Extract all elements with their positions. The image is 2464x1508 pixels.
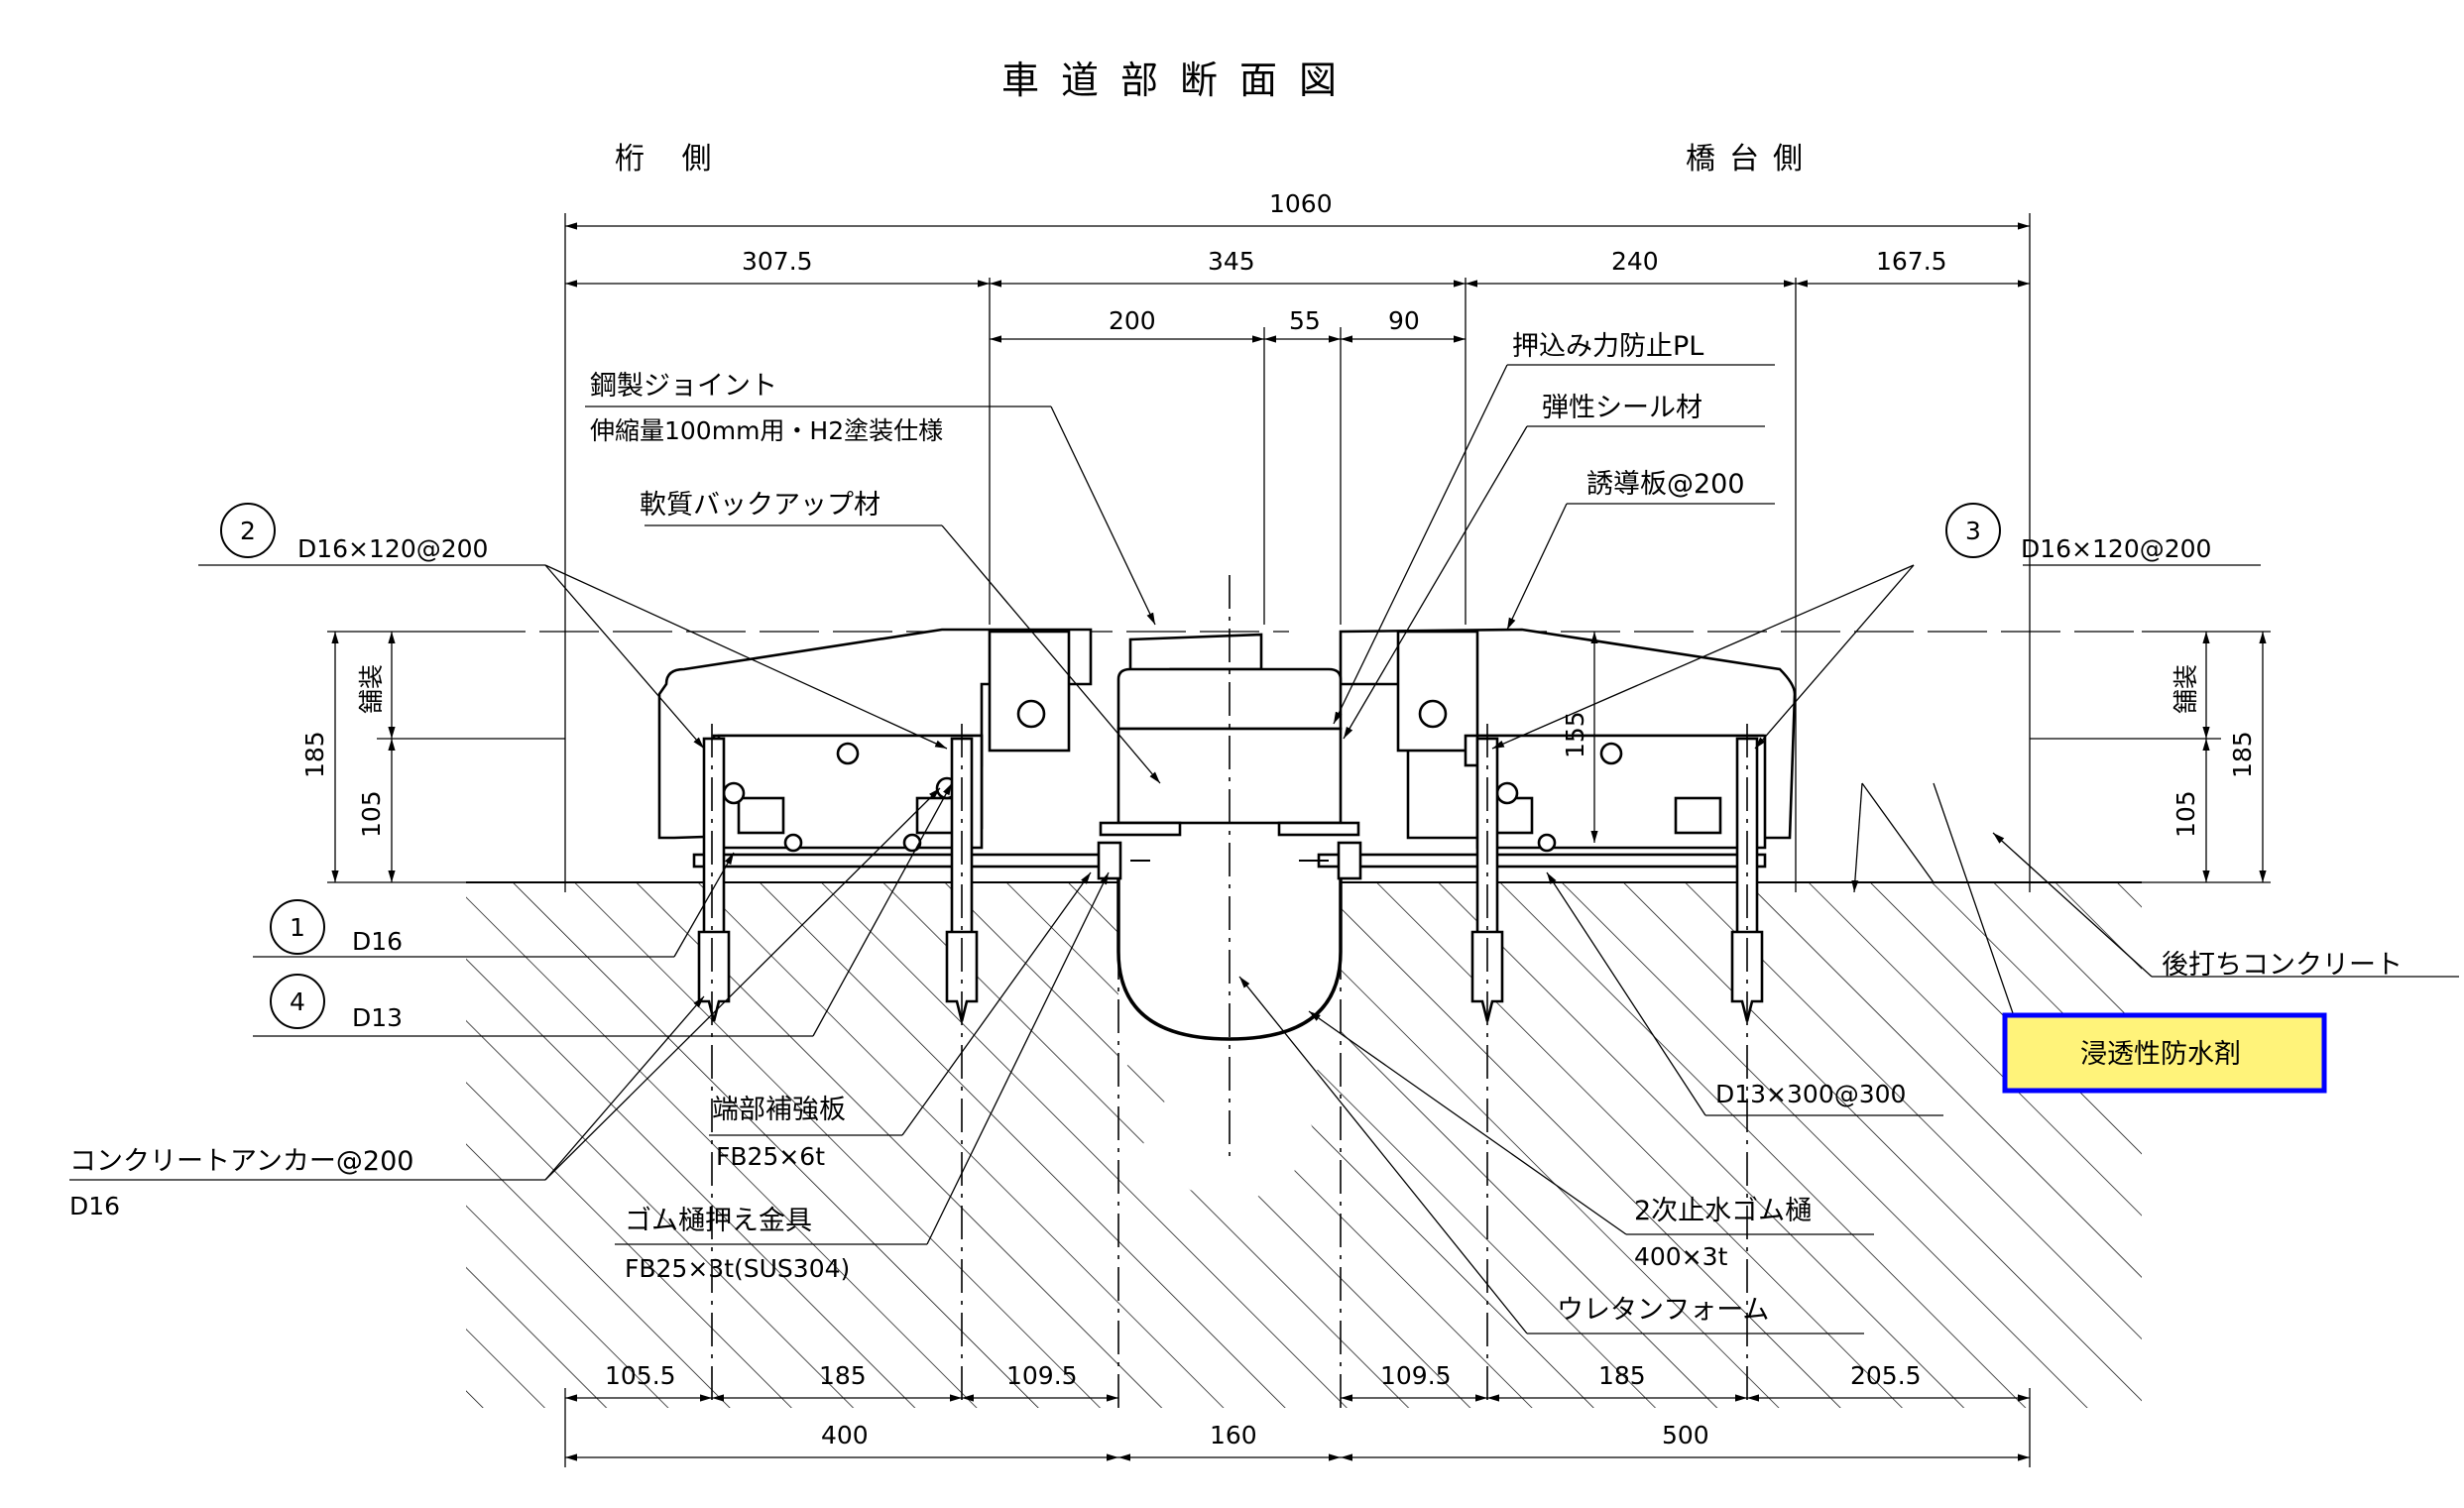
dim-right-105: 105 xyxy=(2171,790,2200,838)
top-dimensions xyxy=(564,213,2031,892)
post-concrete-left xyxy=(657,628,1263,853)
leader-lines xyxy=(69,364,2459,1334)
tie-bars xyxy=(692,841,1767,880)
rebar-d13-label: D13×300@300 xyxy=(1715,1080,1906,1108)
dim-bottom-3: 109.5 xyxy=(1006,1361,1078,1390)
pavement-label-right: 舗装 xyxy=(2171,664,2200,714)
dim-bottom-total-2: 160 xyxy=(1210,1421,1257,1450)
dim-inner-155: 155 xyxy=(1561,711,1589,758)
rebar-3-number: 3 xyxy=(1965,517,1981,545)
rebar-2-spec: D16×120@200 xyxy=(297,534,488,563)
dim-left-105: 105 xyxy=(357,790,386,838)
rebar-2-number: 2 xyxy=(240,517,256,545)
push-plate-label: 押込み力防止PL xyxy=(1512,331,1703,362)
dim-right-185: 185 xyxy=(2228,731,2257,778)
dim-bottom-5: 185 xyxy=(1598,1361,1646,1390)
concrete-slab xyxy=(466,631,2142,1408)
bottom-dimensions xyxy=(564,1388,2031,1467)
dim-total: 1060 xyxy=(1269,189,1333,218)
dim-top-4: 167.5 xyxy=(1876,247,1947,276)
dim-bottom-4: 109.5 xyxy=(1380,1361,1452,1390)
anchor-spec: D16 xyxy=(69,1192,120,1220)
rubber-fitting-spec: FB25×3t(SUS304) xyxy=(625,1254,850,1283)
urethane-label: ウレタンフォーム xyxy=(1557,1295,1769,1326)
girder-side-label: 桁 側 xyxy=(615,142,726,176)
center-lines xyxy=(711,575,1748,1408)
steel-joint-spec: 伸縮量100mm用・H2塗装仕様 xyxy=(590,416,943,445)
dim-left-185: 185 xyxy=(300,731,329,778)
waterproof-highlight-box[interactable] xyxy=(2002,1012,2327,1094)
rebar-3-spec: D16×120@200 xyxy=(2021,534,2211,563)
backup-material-label: 軟質バックアップ材 xyxy=(640,490,880,521)
end-plate-label: 端部補強板 xyxy=(712,1095,846,1125)
dim-bottom-1: 105.5 xyxy=(605,1361,676,1390)
dim-bottom-6: 205.5 xyxy=(1850,1361,1922,1390)
dim-bottom-2: 185 xyxy=(819,1361,867,1390)
dim-gap-3: 90 xyxy=(1388,306,1420,335)
dim-bottom-total-1: 400 xyxy=(821,1421,869,1450)
dim-gap-2: 55 xyxy=(1289,306,1321,335)
dim-bottom-total-3: 500 xyxy=(1662,1421,1709,1450)
post-concrete-label: 後打ちコンクリート xyxy=(2162,950,2403,981)
rebar-4-spec: D13 xyxy=(352,1003,403,1032)
post-concrete-right xyxy=(1339,628,1797,853)
abutment-side-label: 橋台側 xyxy=(1686,142,1817,176)
guide-plate-label: 誘導板@200 xyxy=(1586,469,1745,500)
dim-gap-1: 200 xyxy=(1109,306,1156,335)
waterproof-label: 浸透性防水剤 xyxy=(2080,1039,2241,1070)
drawing-title: 車道部断面図 xyxy=(1001,58,1358,102)
secondary-gutter-spec: 400×3t xyxy=(1634,1242,1728,1271)
rebar-callouts xyxy=(220,503,2001,1029)
anchor-label: コンクリートアンカー@200 xyxy=(69,1146,413,1177)
rebar-1-number: 1 xyxy=(290,913,305,942)
steel-joint-label: 鋼製ジョイント xyxy=(590,371,777,402)
rubber-fitting-label: ゴム樋押え金具 xyxy=(625,1206,812,1236)
end-plate-spec: FB25×6t xyxy=(716,1142,825,1171)
rebar-4-number: 4 xyxy=(290,987,305,1016)
rebar-1-spec: D16 xyxy=(352,927,403,956)
elastic-seal-label: 弾性シール材 xyxy=(1542,393,1702,423)
dim-top-1: 307.5 xyxy=(742,247,813,276)
right-height-dimensions xyxy=(1590,631,2271,883)
dim-top-3: 240 xyxy=(1611,247,1659,276)
secondary-gutter-label: 2次止水ゴム樋 xyxy=(1634,1196,1812,1226)
dim-top-2: 345 xyxy=(1208,247,1255,276)
pavement-label-left: 舗装 xyxy=(357,664,386,714)
left-height-dimensions xyxy=(327,631,466,883)
